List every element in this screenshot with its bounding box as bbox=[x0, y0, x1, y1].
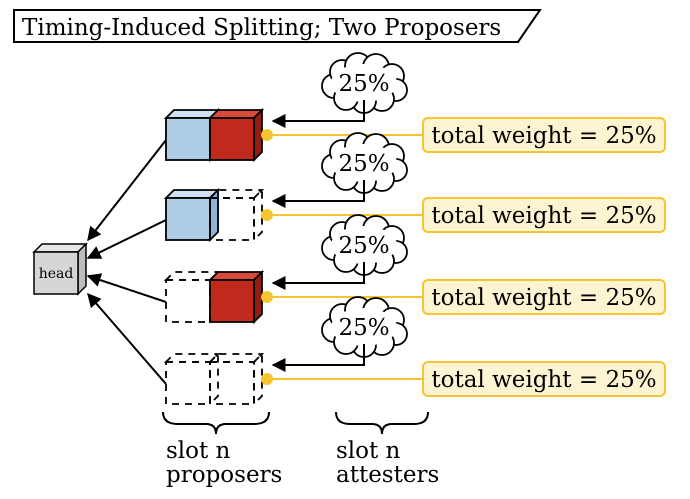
cloud-percent-label: 25% bbox=[338, 151, 389, 177]
attesters-label-line2: attesters bbox=[336, 462, 439, 488]
attesters-label-line1: slot n bbox=[336, 438, 401, 464]
block-empty-right bbox=[207, 187, 265, 243]
weight-label-box: total weight = 25% bbox=[422, 279, 666, 315]
attestation-arrow bbox=[271, 262, 365, 290]
weight-label-text: total weight = 25% bbox=[431, 123, 656, 149]
parent-edge bbox=[87, 139, 167, 242]
weight-dot bbox=[261, 209, 273, 221]
block-red-right bbox=[207, 107, 265, 163]
weight-label-box: total weight = 25% bbox=[422, 361, 666, 397]
diagram-title: Timing-Induced Splitting; Two Proposers bbox=[22, 15, 501, 41]
percent-cloud: 25% bbox=[321, 296, 408, 358]
row-3: 25% total weight = 25% bbox=[86, 214, 666, 325]
rows-layer: 25% total weight = 25% 25% total weight = 2… bbox=[86, 52, 666, 407]
percent-cloud: 25% bbox=[321, 214, 408, 276]
weight-label-text: total weight = 25% bbox=[431, 367, 656, 393]
row-1: 25% total weight = 25% bbox=[87, 52, 666, 242]
row-4: 25% total weight = 25% bbox=[87, 292, 666, 407]
proposers-brace: slot n proposers bbox=[162, 411, 282, 488]
weight-dot bbox=[261, 129, 273, 141]
proposers-label-line1: slot n bbox=[166, 438, 231, 464]
head-label: head bbox=[39, 266, 74, 282]
attestation-arrow bbox=[271, 344, 365, 372]
weight-label-text: total weight = 25% bbox=[431, 285, 656, 311]
attestation-arrow bbox=[271, 100, 365, 128]
block-empty-right bbox=[207, 351, 265, 407]
block-red-right bbox=[207, 269, 265, 325]
proposers-label-line2: proposers bbox=[166, 462, 282, 488]
weight-label-box: total weight = 25% bbox=[422, 197, 666, 233]
parent-edge bbox=[86, 273, 167, 303]
title-banner: Timing-Induced Splitting; Two Proposers bbox=[13, 9, 542, 43]
cloud-percent-label: 25% bbox=[338, 315, 389, 341]
head-block: head bbox=[32, 242, 88, 296]
attestation-arrow bbox=[271, 180, 365, 208]
weight-dot bbox=[261, 373, 273, 385]
cloud-percent-label: 25% bbox=[338, 233, 389, 259]
weight-dot bbox=[261, 291, 273, 303]
parent-edge bbox=[86, 219, 167, 259]
parent-edge bbox=[87, 292, 167, 385]
percent-cloud: 25% bbox=[321, 132, 408, 194]
block-blue-left bbox=[163, 187, 221, 243]
cloud-percent-label: 25% bbox=[338, 71, 389, 97]
weight-label-text: total weight = 25% bbox=[431, 203, 656, 229]
percent-cloud: 25% bbox=[321, 52, 408, 114]
attesters-brace: slot n attesters bbox=[335, 411, 439, 488]
row-2: 25% total weight = 25% bbox=[86, 132, 666, 259]
weight-label-box: total weight = 25% bbox=[422, 117, 666, 153]
